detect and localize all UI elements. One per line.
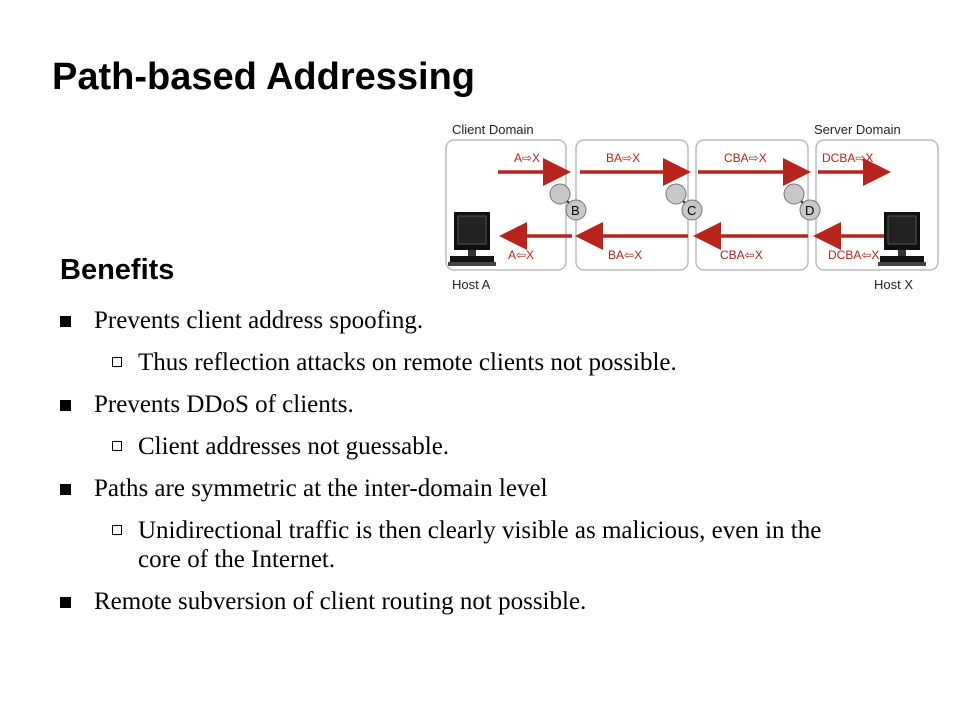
square-bullet-icon bbox=[60, 484, 71, 495]
bullet-text: Prevents DDoS of clients. bbox=[94, 391, 354, 418]
bullet-list: Prevents client address spoofing. Thus r… bbox=[60, 306, 940, 629]
router-c: C bbox=[665, 183, 703, 221]
router-b-label: B bbox=[571, 203, 580, 218]
forward-label-4: DCBA⇨X bbox=[822, 151, 873, 165]
sub-bullet-text: Client addresses not guessable. bbox=[138, 433, 450, 460]
client-domain-box bbox=[445, 139, 567, 271]
router-b: B bbox=[549, 183, 587, 221]
router-d-label: D bbox=[805, 203, 814, 218]
section-heading: Benefits bbox=[60, 254, 175, 286]
square-bullet-icon bbox=[60, 316, 71, 327]
reverse-label-1: A⇦X bbox=[508, 248, 534, 262]
reverse-label-3: CBA⇦X bbox=[720, 248, 763, 262]
path-addressing-diagram: Client Domain Server Domain A⇨X BA⇨X CBA… bbox=[438, 116, 948, 296]
sub-bullet-item: Unidirectional traffic is then clearly v… bbox=[60, 516, 868, 574]
hollow-square-bullet-icon bbox=[112, 525, 122, 535]
square-bullet-icon bbox=[60, 597, 71, 608]
host-x-label: Host X bbox=[874, 277, 913, 292]
bullet-item: Remote subversion of client routing not … bbox=[60, 587, 940, 616]
slide-title: Path-based Addressing bbox=[52, 56, 476, 98]
square-bullet-icon bbox=[60, 400, 71, 411]
bullet-item: Paths are symmetric at the inter-domain … bbox=[60, 474, 940, 503]
hollow-square-bullet-icon bbox=[112, 357, 122, 367]
sub-bullet-text: Unidirectional traffic is then clearly v… bbox=[138, 517, 822, 573]
computer-icon bbox=[448, 212, 496, 266]
reverse-label-2: BA⇦X bbox=[608, 248, 642, 262]
computer-icon bbox=[878, 212, 926, 266]
forward-label-1: A⇨X bbox=[514, 151, 540, 165]
forward-label-2: BA⇨X bbox=[606, 151, 640, 165]
bullet-text: Remote subversion of client routing not … bbox=[94, 588, 587, 615]
host-a-label: Host A bbox=[452, 277, 491, 292]
forward-label-3: CBA⇨X bbox=[724, 151, 767, 165]
bullet-item: Prevents DDoS of clients. bbox=[60, 390, 940, 419]
diagram-svg: Client Domain Server Domain A⇨X BA⇨X CBA… bbox=[445, 122, 939, 292]
bullet-text: Prevents client address spoofing. bbox=[94, 307, 424, 334]
client-domain-label: Client Domain bbox=[452, 122, 534, 137]
sub-bullet-item: Client addresses not guessable. bbox=[60, 432, 940, 461]
router-c-label: C bbox=[687, 203, 696, 218]
server-domain-label: Server Domain bbox=[814, 122, 901, 137]
bullet-item: Prevents client address spoofing. bbox=[60, 306, 940, 335]
sub-bullet-item: Thus reflection attacks on remote client… bbox=[60, 348, 940, 377]
reverse-label-4: DCBA⇦X bbox=[828, 248, 879, 262]
sub-bullet-text: Thus reflection attacks on remote client… bbox=[138, 349, 677, 376]
router-d: D bbox=[783, 183, 821, 221]
bullet-text: Paths are symmetric at the inter-domain … bbox=[94, 475, 548, 502]
hollow-square-bullet-icon bbox=[112, 441, 122, 451]
